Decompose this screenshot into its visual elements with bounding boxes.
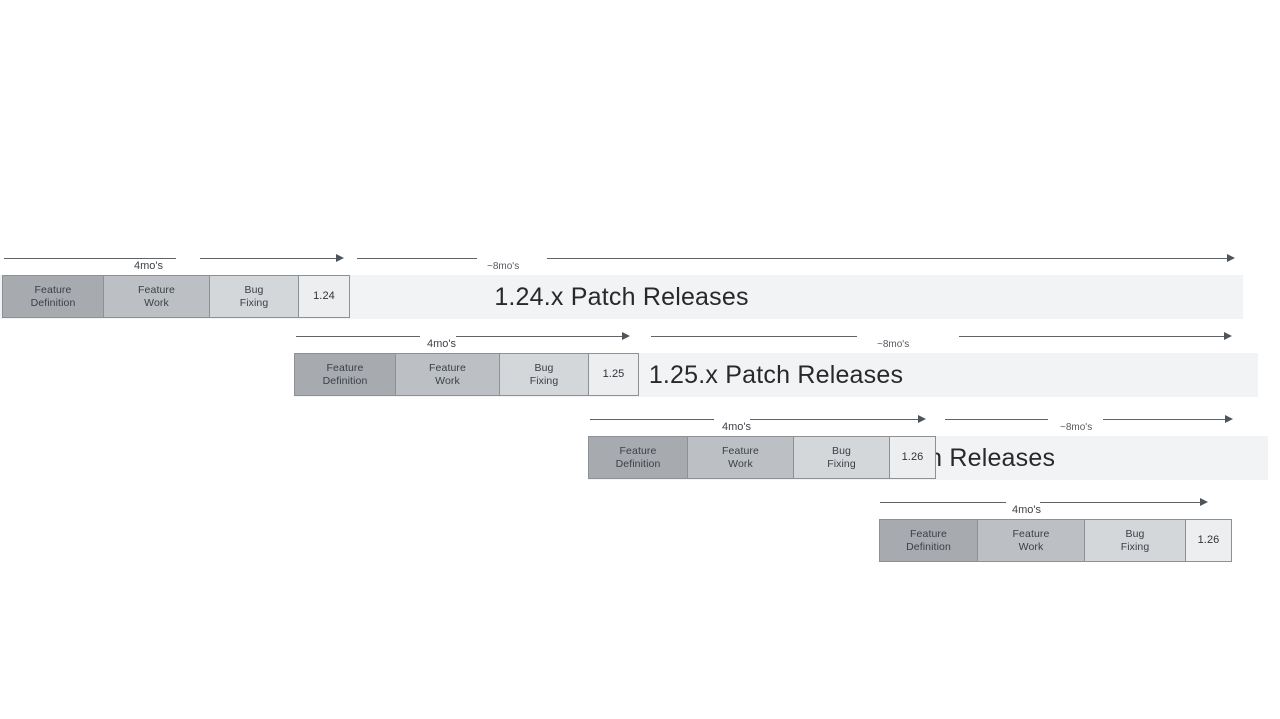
phase-label-line2: Fixing — [1120, 540, 1150, 553]
phase-label-line1: Feature — [429, 361, 466, 374]
phase-feature-definition: Feature Definition — [294, 353, 395, 396]
phase-label-line2: Fixing — [827, 457, 856, 470]
version-label: 1.25 — [602, 368, 625, 380]
dev-duration-label-1.25: 4mo's — [427, 338, 456, 350]
patch-duration-arrow-1.25 — [651, 330, 1236, 344]
phase-label-line2: Work — [144, 296, 169, 309]
phase-bug-fixing: Bug Fixing — [1084, 519, 1185, 562]
phase-label-line2: Definition — [615, 457, 661, 470]
phase-feature-definition: Feature Definition — [2, 275, 103, 318]
phase-feature-definition: Feature Definition — [879, 519, 977, 562]
dev-duration-label-1.26-next: 4mo's — [1012, 504, 1041, 516]
dev-duration-arrow-1.26-next — [880, 496, 1212, 510]
phase-label-line1: Bug — [244, 283, 264, 296]
phase-label-line1: Bug — [1125, 527, 1145, 540]
phase-label-line2: Work — [435, 374, 460, 387]
version-label: 1.24 — [313, 290, 335, 302]
phase-label-line1: Bug — [534, 361, 554, 374]
patch-duration-label-1.26: ~8mo's — [1060, 422, 1093, 433]
dev-duration-label-1.26: 4mo's — [722, 421, 751, 433]
phase-boxes-1.26: Feature Definition Feature Work Bug Fixi… — [588, 436, 936, 479]
version-box-1.24: 1.24 — [298, 275, 350, 318]
phase-boxes-1.24: Feature Definition Feature Work Bug Fixi… — [2, 275, 350, 318]
patch-duration-label-1.24: ~8mo's — [487, 261, 520, 272]
phase-label-line1: Feature — [34, 283, 72, 296]
phase-feature-work: Feature Work — [103, 275, 209, 318]
phase-feature-work: Feature Work — [977, 519, 1084, 562]
version-label: 1.26 — [901, 451, 924, 463]
phase-boxes-1.26-next: Feature Definition Feature Work Bug Fixi… — [879, 519, 1232, 562]
patch-duration-label-1.25: ~8mo's — [877, 339, 910, 350]
version-box-1.26: 1.26 — [889, 436, 936, 479]
patch-duration-arrow-1.24 — [357, 252, 1237, 266]
phase-bug-fixing: Bug Fixing — [209, 275, 298, 318]
phase-label-line2: Definition — [322, 374, 368, 387]
phase-feature-work: Feature Work — [687, 436, 793, 479]
phase-feature-definition: Feature Definition — [588, 436, 687, 479]
phase-label-line1: Feature — [138, 283, 175, 296]
dev-duration-arrow-1.25 — [296, 330, 634, 344]
phase-label-line1: Feature — [1012, 527, 1050, 540]
phase-label-line1: Feature — [722, 444, 759, 457]
phase-label-line2: Definition — [30, 296, 76, 309]
dev-duration-label-1.24: 4mo's — [134, 260, 163, 272]
phase-label-line1: Feature — [910, 527, 947, 540]
phase-label-line1: Feature — [619, 444, 657, 457]
phase-bug-fixing: Bug Fixing — [499, 353, 588, 396]
phase-label-line1: Bug — [832, 444, 851, 457]
version-label: 1.26 — [1197, 534, 1220, 546]
version-box-1.25: 1.25 — [588, 353, 639, 396]
phase-label-line2: Work — [1018, 540, 1044, 553]
phase-bug-fixing: Bug Fixing — [793, 436, 889, 479]
patch-release-label: 1.24.x Patch Releases — [494, 282, 749, 311]
phase-label-line2: Work — [728, 457, 753, 470]
phase-boxes-1.25: Feature Definition Feature Work Bug Fixi… — [294, 353, 639, 396]
version-box-1.26-next: 1.26 — [1185, 519, 1232, 562]
phase-label-line1: Feature — [326, 361, 364, 374]
patch-release-label: 1.25.x Patch Releases — [648, 360, 904, 389]
phase-label-line2: Fixing — [529, 374, 559, 387]
phase-feature-work: Feature Work — [395, 353, 499, 396]
dev-duration-arrow-1.24 — [4, 252, 348, 266]
phase-label-line2: Fixing — [239, 296, 269, 309]
patch-duration-arrow-1.26 — [945, 413, 1237, 427]
phase-label-line2: Definition — [906, 540, 951, 553]
dev-duration-arrow-1.26 — [590, 413, 930, 427]
